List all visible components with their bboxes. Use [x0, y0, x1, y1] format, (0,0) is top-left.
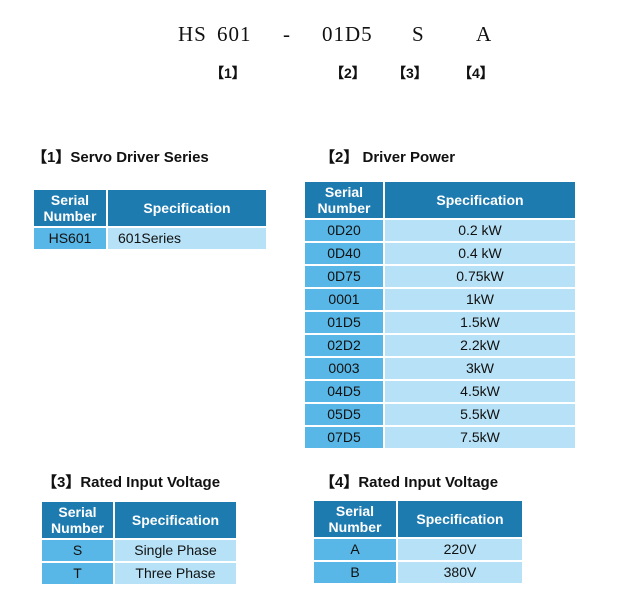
- serial-cell: 0D40: [305, 243, 383, 264]
- serial-cell: HS601: [34, 228, 106, 249]
- spec-cell: 601Series: [108, 228, 266, 249]
- serial-cell: 02D2: [305, 335, 383, 356]
- series-col-serial: Serial Number: [34, 190, 106, 226]
- spec-cell: Single Phase: [115, 540, 236, 561]
- power-col-spec: Specification: [385, 182, 575, 218]
- spec-cell: 2.2kW: [385, 335, 575, 356]
- power-col-serial: Serial Number: [305, 182, 383, 218]
- voltage-heading: 【4】Rated Input Voltage: [320, 474, 499, 491]
- index-4: 【4】: [458, 65, 494, 81]
- series-heading: 【1】Servo Driver Series: [32, 149, 209, 166]
- spec-cell: 1.5kW: [385, 312, 575, 333]
- spec-cell: 220V: [398, 539, 522, 560]
- spec-cell: 1kW: [385, 289, 575, 310]
- serial-cell: 0D20: [305, 220, 383, 241]
- model-code-phase: S: [412, 22, 425, 46]
- spec-cell: 0.75kW: [385, 266, 575, 287]
- serial-cell: S: [42, 540, 113, 561]
- voltage-col-spec: Specification: [398, 501, 522, 537]
- serial-cell: 01D5: [305, 312, 383, 333]
- model-code-voltage: A: [476, 22, 493, 46]
- spec-cell: 4.5kW: [385, 381, 575, 402]
- table-row: HS601 601Series: [34, 228, 266, 249]
- index-3: 【3】: [392, 65, 428, 81]
- serial-cell: 05D5: [305, 404, 383, 425]
- serial-cell: 07D5: [305, 427, 383, 448]
- power-heading: 【2】 Driver Power: [320, 149, 456, 166]
- serial-cell: 0003: [305, 358, 383, 379]
- serial-cell: 04D5: [305, 381, 383, 402]
- spec-cell: 0.2 kW: [385, 220, 575, 241]
- serial-cell: T: [42, 563, 113, 584]
- model-code-power: 01D5: [322, 22, 373, 46]
- model-code-series: 601: [217, 22, 252, 46]
- serial-cell: 0D75: [305, 266, 383, 287]
- spec-cell: 0.4 kW: [385, 243, 575, 264]
- series-col-spec: Specification: [108, 190, 266, 226]
- spec-cell: 5.5kW: [385, 404, 575, 425]
- index-2: 【2】: [330, 65, 366, 81]
- series-table: Serial Number Specification HS601 601Ser…: [32, 188, 268, 251]
- serial-cell: A: [314, 539, 396, 560]
- model-code-prefix: HS: [178, 22, 207, 46]
- serial-cell: B: [314, 562, 396, 583]
- model-code-dash: -: [283, 22, 291, 46]
- phase-col-serial: Serial Number: [42, 502, 113, 538]
- voltage-col-serial: Serial Number: [314, 501, 396, 537]
- spec-cell: 7.5kW: [385, 427, 575, 448]
- phase-col-spec: Specification: [115, 502, 236, 538]
- phase-heading: 【3】Rated Input Voltage: [42, 474, 221, 491]
- index-1: 【1】: [210, 65, 246, 81]
- spec-cell: 3kW: [385, 358, 575, 379]
- spec-cell: 380V: [398, 562, 522, 583]
- spec-cell: Three Phase: [115, 563, 236, 584]
- serial-cell: 0001: [305, 289, 383, 310]
